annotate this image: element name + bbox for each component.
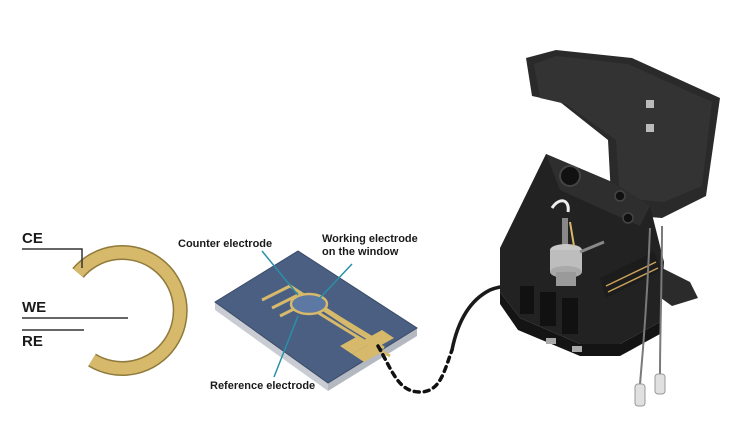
ce-lead-line [22, 248, 83, 268]
working-electrode-label-line2: on the window [322, 246, 399, 258]
contact-pad [340, 336, 370, 354]
re-label: RE [22, 333, 43, 350]
sensor-chip [214, 250, 418, 391]
reference-electrode-label: Reference electrode [210, 380, 316, 392]
counter-electrode-label: Counter electrode [178, 238, 273, 250]
cell-holder-device [500, 50, 720, 407]
contact-pad [364, 330, 394, 348]
probe-connector [634, 383, 646, 407]
ce-label: CE [22, 230, 43, 247]
contact-pad [352, 344, 382, 362]
working-electrode-label-line1: Working electrode [322, 233, 418, 245]
we-label: WE [22, 299, 47, 316]
probe-connector [654, 373, 666, 395]
electrode-schematic [22, 245, 188, 376]
label-plate [600, 252, 662, 298]
dotted-connection [376, 344, 454, 394]
